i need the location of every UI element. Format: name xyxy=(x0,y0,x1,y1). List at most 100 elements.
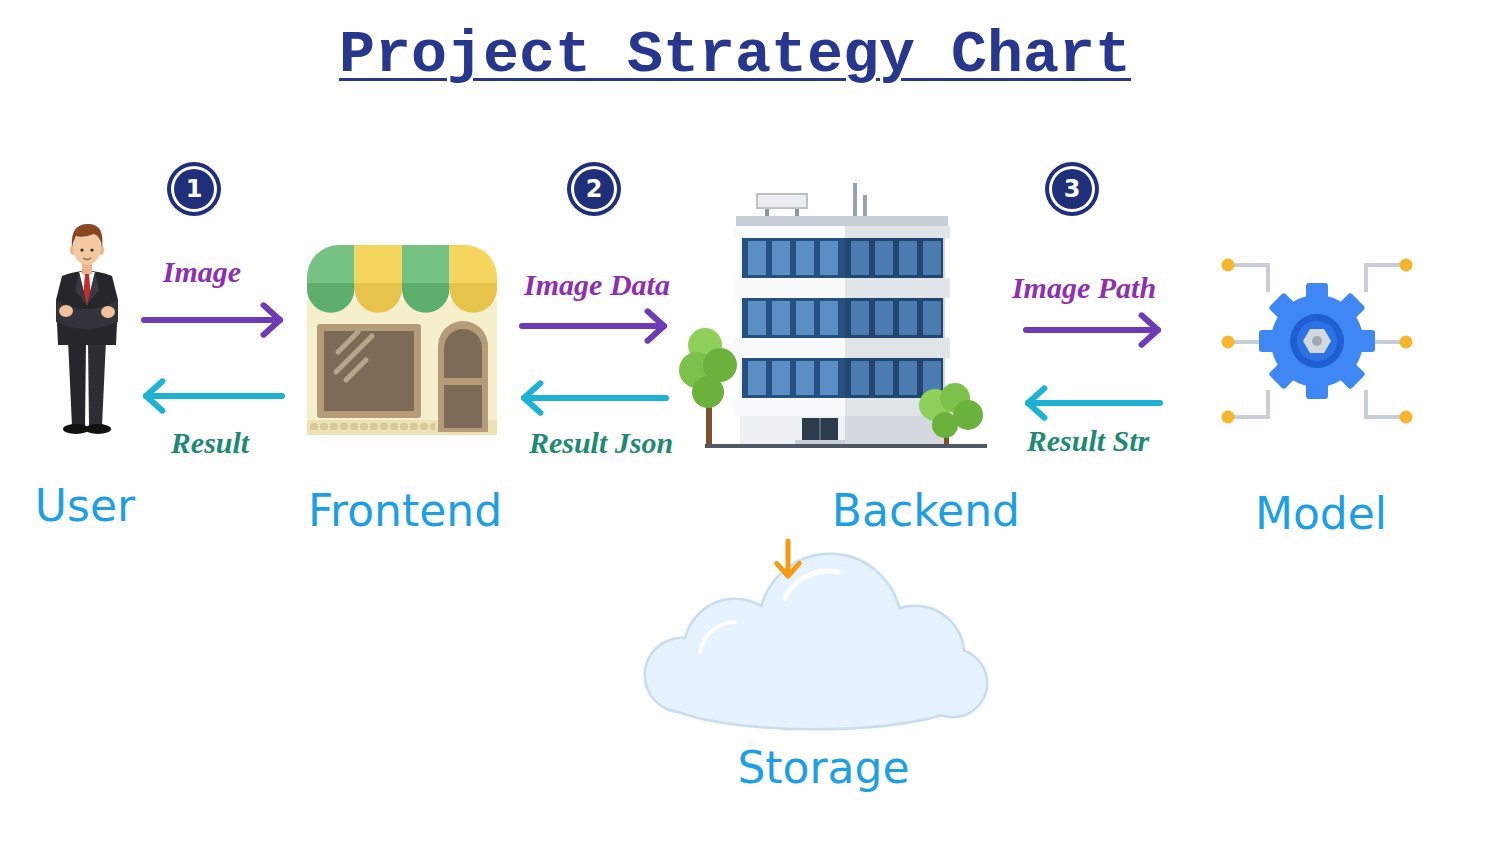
frontend-shop xyxy=(355,283,403,289)
model-gear xyxy=(1400,259,1413,272)
model-gear xyxy=(1290,314,1344,368)
user-figure xyxy=(83,258,91,260)
callout-badge xyxy=(1049,166,1095,212)
storage-cloud xyxy=(655,656,975,728)
model-gear xyxy=(1228,265,1268,292)
callout-badge xyxy=(567,162,621,216)
flow-arrow xyxy=(146,381,282,410)
diagram-node: Storage xyxy=(645,578,990,796)
flow-arrow xyxy=(522,311,664,340)
node-label: Frontend xyxy=(308,487,502,535)
storage-cloud xyxy=(646,555,986,728)
model-gear xyxy=(1303,329,1331,353)
user-figure xyxy=(85,424,111,434)
flow-arrow xyxy=(777,541,800,576)
model-gear xyxy=(1297,321,1337,361)
model-gear xyxy=(1366,390,1406,417)
frontend-shop xyxy=(324,331,414,411)
frontend-shop xyxy=(307,245,355,283)
frontend-shop xyxy=(317,324,421,418)
arrow-line xyxy=(1026,327,1158,333)
flow-arrow xyxy=(1028,388,1160,417)
chart-title: Project Strategy Chart xyxy=(339,19,1131,91)
model-gear xyxy=(1259,283,1375,399)
backend-building xyxy=(845,226,950,238)
model-gear xyxy=(1228,390,1268,417)
frontend-shop xyxy=(450,283,498,289)
node-label: Backend xyxy=(832,487,1020,535)
user-figure xyxy=(68,340,86,426)
user-figure xyxy=(88,340,106,426)
callout-badge xyxy=(574,169,614,209)
backend-building xyxy=(848,238,943,398)
arrow-head xyxy=(1028,388,1044,417)
arrow-head xyxy=(146,381,162,410)
user-figure xyxy=(56,271,118,345)
callout-badge xyxy=(1045,162,1099,216)
backend-building xyxy=(679,183,987,448)
user-figure xyxy=(72,224,103,247)
user-figure xyxy=(87,272,99,305)
model-gear xyxy=(1271,295,1363,387)
arrow-head xyxy=(524,383,540,412)
arrow-label: Image Data xyxy=(524,268,670,303)
user-figure xyxy=(56,224,118,434)
callout-badge xyxy=(171,166,217,212)
frontend-shop xyxy=(307,300,497,435)
model-gear xyxy=(1222,336,1235,349)
arrow-head xyxy=(777,563,800,576)
backend-building xyxy=(845,338,950,358)
node-label: Model xyxy=(1255,490,1387,538)
callout-badge xyxy=(167,162,221,216)
storage-cloud xyxy=(655,656,975,728)
storage-cloud xyxy=(646,555,986,728)
arrow-label: Result xyxy=(171,426,249,461)
backend-building xyxy=(733,398,845,416)
user-figure xyxy=(59,305,73,317)
arrow-line xyxy=(522,323,664,329)
frontend-shop xyxy=(307,245,497,313)
arrow-head xyxy=(1142,315,1158,344)
user-figure xyxy=(80,248,83,251)
arrow-label: Image Path xyxy=(1012,271,1156,306)
storage-cloud xyxy=(785,571,838,598)
model-gear xyxy=(1312,336,1322,346)
arrow-label: Result Str xyxy=(1027,424,1150,459)
model-gear xyxy=(1400,336,1413,349)
callout-badge xyxy=(167,162,1099,216)
node-label: Storage xyxy=(737,744,909,792)
callout-badge xyxy=(1052,169,1092,209)
storage-cloud xyxy=(646,555,986,728)
flow-arrow xyxy=(524,383,666,412)
flow-arrow xyxy=(144,305,280,334)
user-figure xyxy=(90,248,93,251)
diagram-node: User xyxy=(28,215,142,534)
backend-building xyxy=(733,278,845,298)
node-label: User xyxy=(35,482,135,530)
frontend-shop xyxy=(402,245,450,283)
backend-building xyxy=(705,444,987,448)
backend-building xyxy=(845,278,950,298)
callout-number: 3 xyxy=(1064,177,1081,201)
model-gear xyxy=(1222,259,1235,272)
user-figure xyxy=(101,306,115,318)
diagram-node: Backend xyxy=(668,175,1024,539)
backend-building xyxy=(932,412,958,438)
user-figure xyxy=(56,300,118,329)
frontend-shop xyxy=(355,245,403,283)
frontend-shop xyxy=(438,321,488,432)
backend-building xyxy=(744,238,844,398)
arrow-head xyxy=(648,311,664,340)
model-gear xyxy=(1400,411,1413,424)
arrow-line xyxy=(1028,400,1160,406)
frontend-shop xyxy=(402,283,450,289)
arrow-label: Result Json xyxy=(529,426,673,461)
frontend-shop xyxy=(444,329,482,378)
backend-building xyxy=(736,216,948,226)
arrow-line xyxy=(144,317,280,323)
frontend-shop xyxy=(307,245,497,435)
backend-building xyxy=(733,338,845,358)
